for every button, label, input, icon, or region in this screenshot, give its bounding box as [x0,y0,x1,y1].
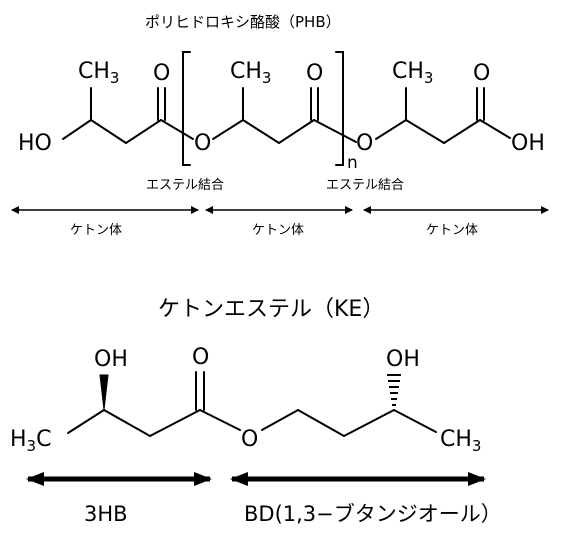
label-ketone-2: ケトン体 [252,223,304,238]
bracket-right [335,51,344,166]
label-ester-bond-2: エステル結合 [326,178,404,193]
atom-o-carbonyl-right: O [473,61,490,86]
label-ketone-1: ケトン体 [70,223,122,238]
ke-title: ケトンエステル（KE） [158,297,384,322]
atom-ch3-bd: CH3 [440,427,481,455]
right-unit-bonds [375,87,511,144]
bracket-left [182,51,191,166]
atom-oh-bd: OH [386,347,420,372]
ke-left-bonds [67,371,241,437]
atom-oh-terminal: OH [511,131,545,156]
atom-o-carbonyl-ke: O [192,345,209,370]
atom-o-ester-middle: O [194,131,211,156]
caption-bd: BD(1,3−ブタンジオール） [244,502,502,526]
atom-o-ester-right: O [356,131,373,156]
middle-unit-bonds [212,87,357,144]
label-ketone-3: ケトン体 [426,223,478,238]
atom-o-carbonyl-middle: O [306,61,323,86]
left-unit-bonds [62,87,194,144]
caption-3hb: 3HB [84,502,128,526]
atom-o-carbonyl-left: O [153,61,170,86]
atom-oh-3hb: OH [94,347,128,372]
phb-title: ポリヒドロキシ酪酸（PHB） [145,13,341,31]
atom-h3c: H3C [10,427,51,455]
atom-ch3-left: CH3 [78,59,119,87]
atom-o-ester-ke: O [241,427,258,452]
repeat-n: n [347,153,358,173]
atom-ho: HO [18,131,52,156]
atom-ch3-right: CH3 [392,59,433,87]
label-ester-bond-1: エステル結合 [146,178,224,193]
ke-right-bonds [261,374,437,437]
atom-ch3-middle: CH3 [230,59,271,87]
